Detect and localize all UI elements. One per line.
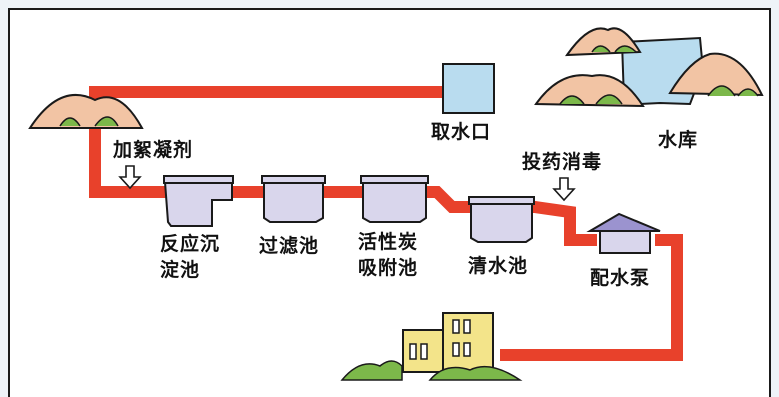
label-distribution-pump: 配水泵 xyxy=(590,267,651,289)
label-sedimentation-line1: 反应沉 xyxy=(160,233,221,255)
filter-tank xyxy=(261,175,326,223)
pump-house xyxy=(586,212,661,254)
coagulant-arrow-icon xyxy=(118,165,142,190)
label-disinfection: 投药消毒 xyxy=(522,151,603,173)
city-buildings xyxy=(340,312,523,381)
label-activated-carbon-line2: 吸附池 xyxy=(358,257,419,279)
label-reservoir: 水库 xyxy=(658,129,699,151)
intake-box xyxy=(442,63,495,114)
label-sedimentation-line2: 淀池 xyxy=(160,259,201,281)
label-intake: 取水口 xyxy=(431,121,492,143)
activated-carbon-tank xyxy=(360,175,429,223)
sedimentation-tank xyxy=(163,175,234,227)
clear-water-tank xyxy=(468,196,535,243)
left-hill xyxy=(28,93,144,129)
label-clear-water: 清水池 xyxy=(468,255,529,277)
reservoir-hills xyxy=(534,27,764,108)
label-filter: 过滤池 xyxy=(259,235,320,257)
label-activated-carbon-line1: 活性炭 xyxy=(358,231,419,253)
disinfection-arrow-icon xyxy=(552,177,576,202)
label-coagulant: 加絮凝剂 xyxy=(113,139,194,161)
